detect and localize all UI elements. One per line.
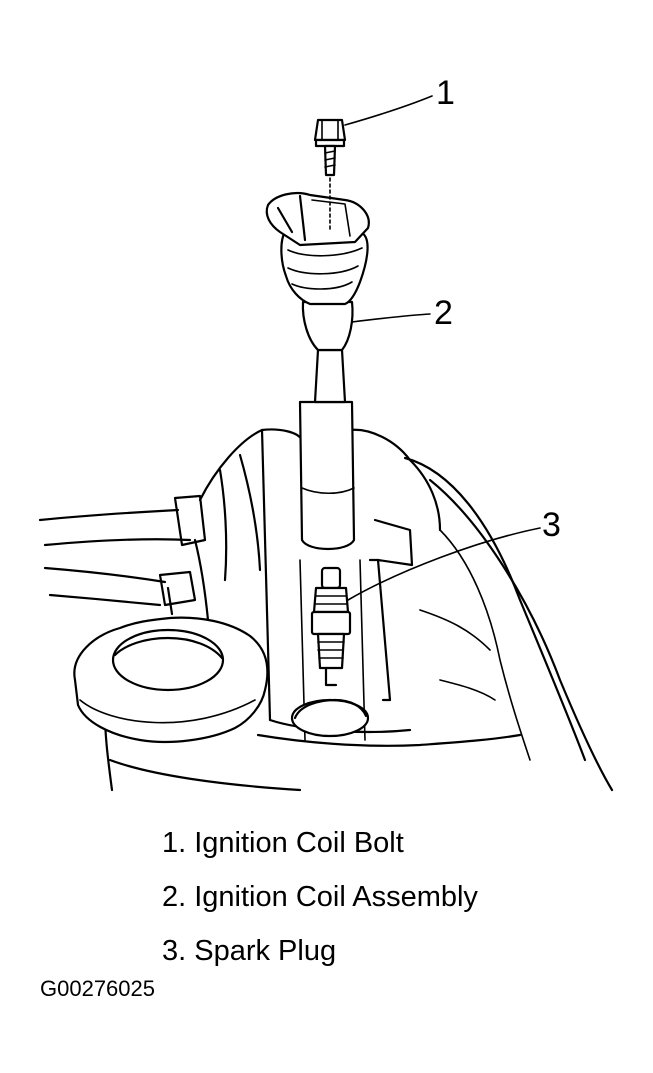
callout-leaders (345, 96, 540, 600)
oil-filler-cap (74, 618, 267, 742)
callout-3: 3 (542, 506, 561, 544)
ignition-coil-diagram: 1 2 3 (0, 74, 653, 800)
spark-plug-well (292, 700, 368, 736)
callout-1: 1 (436, 74, 455, 112)
figure-id: G00276025 (40, 976, 155, 1001)
legend: 1. Ignition Coil Bolt 2. Ignition Coil A… (162, 816, 622, 978)
ignition-coil-assembly (267, 193, 369, 549)
legend-item-2: 2. Ignition Coil Assembly (162, 881, 478, 913)
engine-head-drawing (40, 429, 612, 790)
ignition-coil-bolt (315, 120, 345, 230)
legend-item-1: 1. Ignition Coil Bolt (162, 827, 404, 859)
spark-plug (312, 568, 350, 685)
callout-2: 2 (434, 294, 453, 332)
legend-item-3: 3. Spark Plug (162, 935, 337, 967)
